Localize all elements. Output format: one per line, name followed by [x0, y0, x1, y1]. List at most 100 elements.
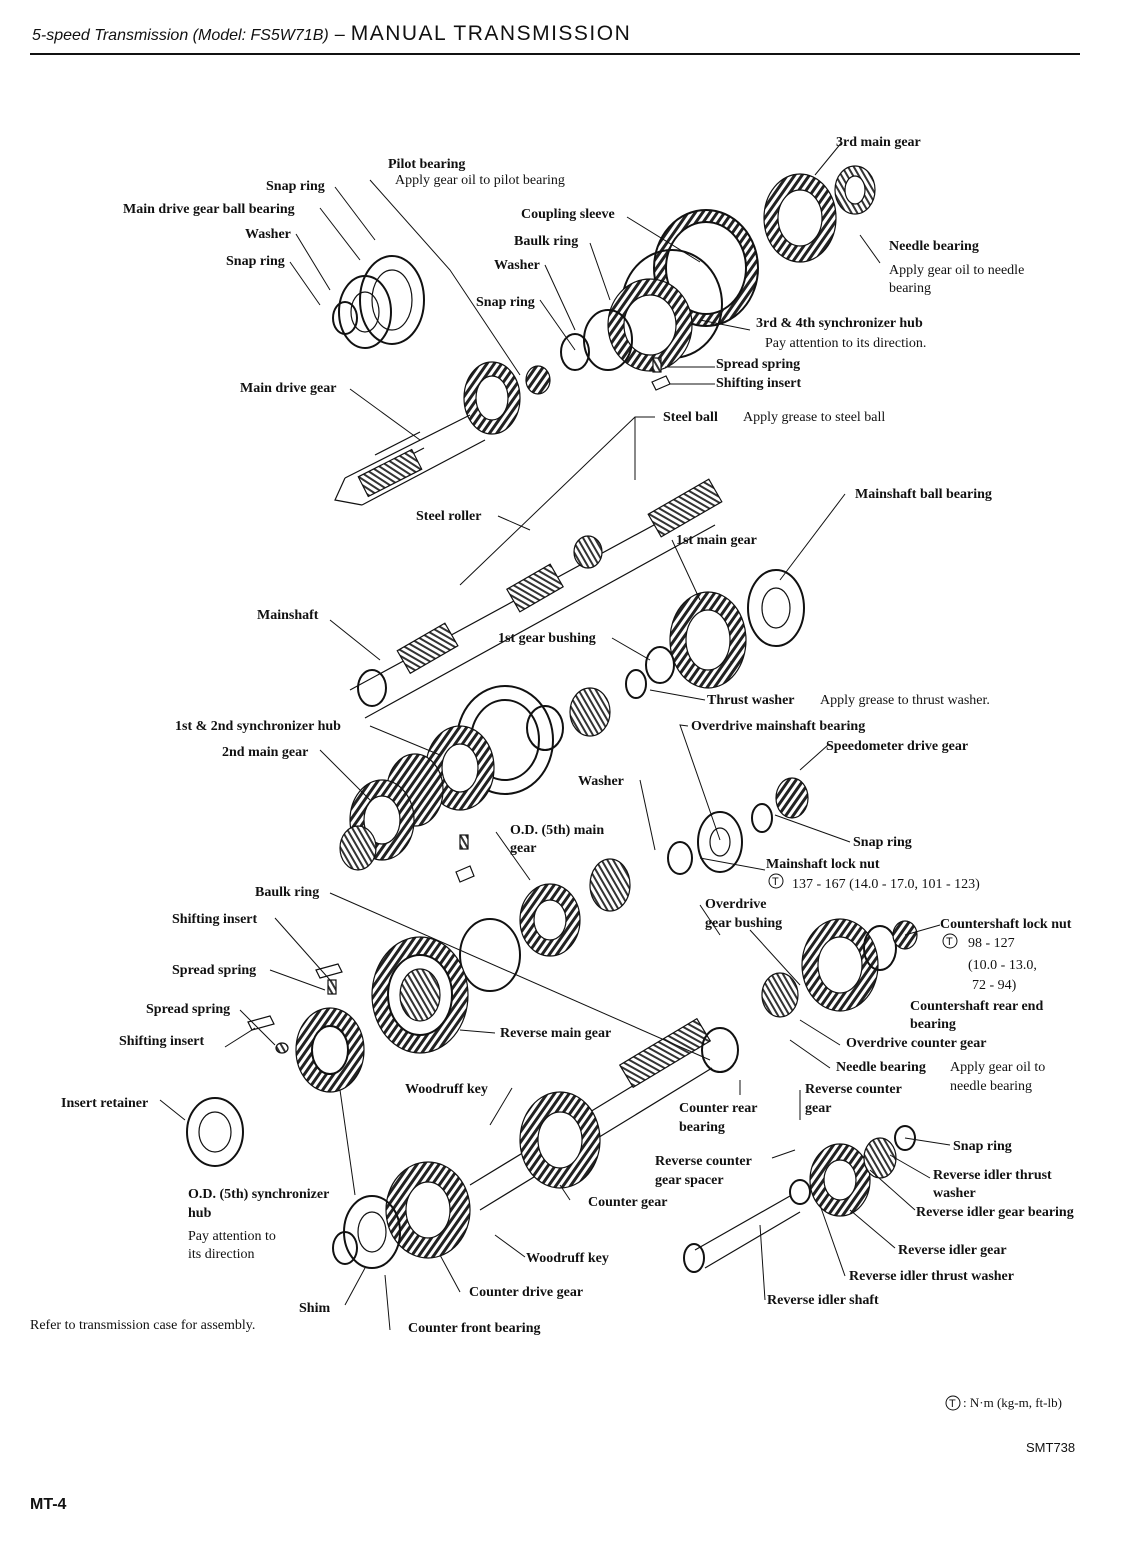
- label-baulk-ring-top: Baulk ring: [514, 234, 579, 249]
- label-shifting-insert-mid: Shifting insert: [172, 912, 258, 927]
- torque-legend: : N·m (kg-m, ft-lb): [963, 1395, 1062, 1410]
- header-model: 5-speed Transmission (Model: FS5W71B): [32, 27, 329, 44]
- reverse-main-gear: [371, 936, 469, 1054]
- page-header: 5-speed Transmission (Model: FS5W71B)–MA…: [32, 22, 631, 46]
- label-od-sync-hub-2: hub: [188, 1206, 212, 1221]
- label-snap-ring-top: Snap ring: [266, 179, 325, 194]
- label-cs-rear-end-bearing-2: bearing: [910, 1017, 956, 1032]
- overdrive-mainshaft-group: [459, 777, 809, 992]
- label-counter-gear: Counter gear: [588, 1195, 668, 1210]
- label-od-gear-bushing-2: gear bushing: [705, 916, 783, 931]
- label-cs-torque-2: (10.0 - 13.0,: [968, 958, 1037, 973]
- label-od-mainshaft-bearing: Overdrive mainshaft bearing: [691, 719, 866, 734]
- label-spread-spring-mid: Spread spring: [172, 963, 257, 978]
- svg-text:T: T: [949, 1398, 956, 1410]
- label-thrust-washer: Thrust washer: [707, 693, 795, 708]
- label-reverse-counter-gear-1: Reverse counter: [805, 1082, 902, 1097]
- label-reverse-idler-thrust-washer-low: Reverse idler thrust washer: [849, 1269, 1014, 1284]
- label-reverse-counter-spacer-1: Reverse counter: [655, 1154, 752, 1169]
- label-steel-roller: Steel roller: [416, 509, 482, 524]
- label-mainshaft-ball-bearing: Mainshaft ball bearing: [855, 487, 992, 502]
- label-direction-note: Pay attention to its direction.: [765, 336, 927, 351]
- label-cs-rear-end-bearing-1: Countershaft rear end: [910, 999, 1044, 1014]
- coupling-sleeve-34: [560, 209, 759, 372]
- label-shifting-insert-top: Shifting insert: [716, 376, 802, 391]
- reverse-idler-group: [683, 1125, 916, 1273]
- label-thrust-note: Apply grease to thrust washer.: [820, 693, 990, 708]
- label-second-main-gear: 2nd main gear: [222, 745, 309, 760]
- label-coupling-sleeve: Coupling sleeve: [521, 207, 615, 222]
- label-third-main-gear: 3rd main gear: [836, 135, 921, 150]
- sync-12-group: [339, 685, 611, 871]
- label-reverse-idler-gear: Reverse idler gear: [898, 1243, 1007, 1258]
- label-reverse-idler-thrust-washer-2: washer: [933, 1186, 976, 1201]
- label-pilot-bearing: Pilot bearing: [388, 157, 466, 172]
- insert-retainer: [186, 1097, 244, 1167]
- od-sync-hub: [247, 834, 475, 1093]
- label-first-gear-bushing: 1st gear bushing: [498, 631, 596, 646]
- label-washer-mid: Washer: [494, 258, 540, 273]
- label-od-gear-bushing-1: Overdrive: [705, 897, 767, 912]
- label-washer-top: Washer: [245, 227, 291, 242]
- third-main-gear: [763, 165, 876, 263]
- label-cs-torque-1: 98 - 127: [968, 936, 1015, 951]
- main-drive-gear-bearing: [332, 255, 425, 349]
- label-main-drive-gear-ball-bearing: Main drive gear ball bearing: [123, 202, 295, 217]
- label-mainshaft-lock-nut: Mainshaft lock nut: [766, 857, 880, 872]
- label-needle-low-note-2: needle bearing: [950, 1079, 1033, 1094]
- label-cs-torque-3: 72 - 94): [972, 978, 1017, 993]
- label-shifting-insert-low: Shifting insert: [119, 1034, 205, 1049]
- assembly-note: Refer to transmission case for assembly.: [30, 1318, 256, 1333]
- label-needle-note-1: Apply gear oil to needle: [889, 263, 1025, 278]
- pilot-bearing: [525, 365, 551, 395]
- header-title: MANUAL TRANSMISSION: [350, 22, 632, 45]
- label-reverse-counter-gear-2: gear: [805, 1101, 832, 1116]
- label-snap-ring-left: Snap ring: [226, 254, 285, 269]
- leader-lines: [159, 141, 951, 1331]
- label-main-drive-gear: Main drive gear: [240, 381, 337, 396]
- label-od-hub-note-1: Pay attention to: [188, 1229, 276, 1244]
- label-shim: Shim: [299, 1301, 331, 1316]
- label-reverse-counter-spacer-2: gear spacer: [655, 1173, 724, 1188]
- counter-drive-gear: [332, 1161, 471, 1269]
- header-separator: –: [334, 24, 345, 44]
- svg-text:T: T: [772, 876, 779, 888]
- torque-symbols: T T T: [768, 873, 961, 1411]
- label-speedometer-drive-gear: Speedometer drive gear: [826, 739, 969, 754]
- label-reverse-idler-gear-bearing: Reverse idler gear bearing: [916, 1205, 1074, 1220]
- label-od-sync-hub-1: O.D. (5th) synchronizer: [188, 1187, 330, 1202]
- first-gear-bushing: [625, 646, 675, 699]
- label-spread-spring-top: Spread spring: [716, 357, 801, 372]
- label-needle-low-note-1: Apply gear oil to: [950, 1060, 1046, 1075]
- label-spread-spring-low: Spread spring: [146, 1002, 231, 1017]
- label-insert-retainer: Insert retainer: [61, 1096, 149, 1111]
- label-needle-bearing-low: Needle bearing: [836, 1060, 926, 1075]
- label-steel-ball-note: Apply grease to steel ball: [743, 410, 886, 425]
- main-drive-gear: [334, 361, 521, 506]
- label-od-main-gear-1: O.D. (5th) main: [510, 823, 605, 838]
- label-reverse-idler-shaft: Reverse idler shaft: [767, 1293, 879, 1308]
- countershaft: [469, 1017, 739, 1211]
- label-od-main-gear-2: gear: [510, 841, 537, 856]
- label-od-hub-note-2: its direction: [188, 1247, 255, 1262]
- label-lock-nut-torque: 137 - 167 (14.0 - 17.0, 101 - 123): [792, 877, 980, 892]
- label-od-counter-gear: Overdrive counter gear: [846, 1036, 987, 1051]
- label-snap-ring-idler: Snap ring: [953, 1139, 1012, 1154]
- label-reverse-idler-thrust-washer-1: Reverse idler thrust: [933, 1168, 1052, 1183]
- label-countershaft-lock-nut: Countershaft lock nut: [940, 917, 1072, 932]
- mainshaft-ball-bearing: [747, 569, 805, 647]
- label-steel-ball: Steel ball: [663, 410, 718, 425]
- overdrive-counter-gear: [761, 918, 918, 1018]
- label-counter-drive-gear: Counter drive gear: [469, 1285, 584, 1300]
- mainshaft: [349, 478, 723, 719]
- header-rule: [30, 53, 1080, 55]
- label-reverse-main-gear: Reverse main gear: [500, 1026, 612, 1041]
- label-counter-rear-bearing-1: Counter rear: [679, 1101, 758, 1116]
- label-pilot-note: Apply gear oil to pilot bearing: [395, 173, 565, 188]
- label-sync-hub-12: 1st & 2nd synchronizer hub: [175, 719, 341, 734]
- first-main-gear: [669, 591, 747, 689]
- label-woodruff-key-low: Woodruff key: [526, 1251, 609, 1266]
- label-counter-front-bearing: Counter front bearing: [408, 1321, 541, 1336]
- label-woodruff-key-top: Woodruff key: [405, 1082, 488, 1097]
